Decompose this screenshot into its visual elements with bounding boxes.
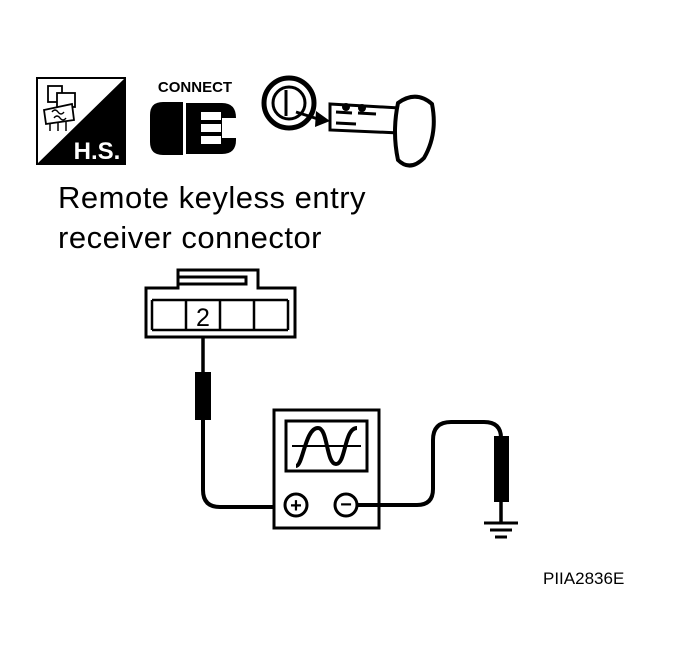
- connect-label: CONNECT: [158, 79, 232, 96]
- caption-line-2: receiver connector: [58, 220, 323, 255]
- harness-sensor-icon: H.S.: [36, 77, 126, 165]
- negative-probe-lead: [357, 420, 509, 522]
- caption-line-1: Remote keyless entry: [58, 180, 367, 215]
- negative-terminal-label: −: [340, 494, 352, 516]
- terminal-number: 2: [196, 304, 210, 332]
- figure-code: PIIA2836E: [543, 569, 625, 588]
- ground-icon: [484, 521, 518, 539]
- ignition-key-icon: [261, 75, 436, 168]
- positive-terminal-label: +: [290, 495, 302, 517]
- hs-label: H.S.: [74, 138, 121, 165]
- connector-icon: CONNECT: [150, 79, 236, 155]
- oscilloscope-icon: + −: [272, 408, 381, 530]
- positive-terminal: [283, 492, 309, 518]
- positive-probe-lead: [195, 337, 282, 509]
- receiver-connector: 2: [144, 268, 297, 339]
